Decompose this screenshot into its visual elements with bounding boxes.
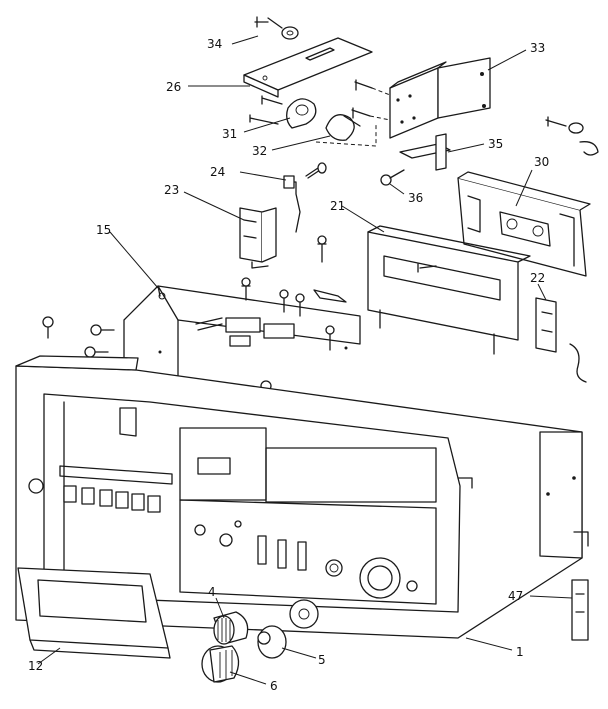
part-34-screw [254,16,299,40]
part-36-screw [380,169,405,186]
callout-47: 47 [508,589,523,603]
part-6-knob [201,645,240,683]
part-30-cassette-mechanism [457,171,591,277]
callout-24: 24 [210,165,225,179]
callout-34: 34 [207,37,222,51]
screw-top-right [545,116,599,156]
callout-4: 4 [208,585,216,599]
callout-33: 33 [530,41,545,55]
part-21-frame [367,225,531,355]
screws-33 [351,79,391,121]
callout-21: 21 [330,199,345,213]
part-15-chassis [123,285,361,385]
part-5-knob [257,599,319,659]
callout-22: 22 [530,271,545,285]
part-24-screw [283,162,327,233]
part-4-knob [213,611,249,645]
part-26-bracket [243,37,373,98]
callout-5: 5 [318,653,326,667]
callout-1: 1 [516,645,524,659]
part-31-sensor [249,95,317,129]
part-47-block [571,579,589,641]
part-32-sensor [315,114,377,147]
part-33-l-bracket [389,57,491,139]
callout-32: 32 [252,144,267,158]
callout-31: 31 [222,127,237,141]
callout-36: 36 [408,191,423,205]
callout-23: 23 [164,183,179,197]
part-35-clip [399,133,451,171]
callout-26: 26 [166,80,181,94]
part-1-front-panel [15,355,589,639]
callout-15: 15 [96,223,111,237]
part-22-bracket [535,297,587,383]
callout-35: 35 [488,137,503,151]
part-12-door [17,567,171,659]
part-23-bracket [239,207,277,269]
callout-30: 30 [534,155,549,169]
callouts: 34 33 26 31 32 35 36 30 24 23 21 15 22 4… [28,37,549,693]
leader-lines [37,35,573,685]
callout-12: 12 [28,659,43,673]
callout-6: 6 [270,679,278,693]
